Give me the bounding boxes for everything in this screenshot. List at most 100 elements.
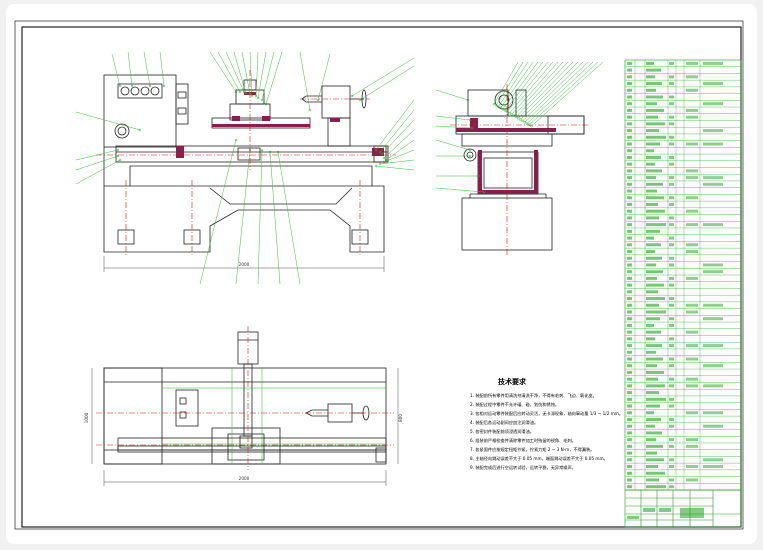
leader-line xyxy=(269,151,281,285)
table-cell-mark xyxy=(669,182,674,186)
note-line-8: 8. 主轴径向跳动误差不大于 0.05 mm，端面跳动误差不大于 0.05 mm… xyxy=(470,455,608,462)
table-cell-mark xyxy=(686,411,698,415)
leader-dot xyxy=(382,156,386,160)
table-cell-mark xyxy=(669,115,674,119)
leader-dot xyxy=(242,90,246,94)
table-cell-mark xyxy=(627,317,632,321)
leader-line xyxy=(199,139,237,285)
table-cell-mark xyxy=(646,223,666,227)
table-cell-mark xyxy=(627,243,632,247)
leader-line xyxy=(317,53,331,101)
leader-dot xyxy=(503,109,507,112)
table-cell-mark xyxy=(669,397,674,401)
table-cell-mark xyxy=(627,424,632,428)
note-line-6: 6. 组装前严格检查并清除零件加工时残留的锐角、毛刺。 xyxy=(470,437,576,444)
table-cell-mark xyxy=(686,196,698,200)
leader-dot xyxy=(148,84,152,88)
leader-line xyxy=(520,61,579,120)
table-cell-mark xyxy=(627,88,632,92)
table-cell-mark xyxy=(627,290,632,294)
table-cell-mark xyxy=(669,458,674,462)
table-cell-mark xyxy=(646,95,663,99)
table-cell-mark xyxy=(686,250,698,254)
table-cell-mark xyxy=(627,270,632,274)
leader-line xyxy=(435,89,469,101)
table-cell-mark xyxy=(627,229,632,233)
table-cell-mark xyxy=(627,370,632,374)
table-cell-mark xyxy=(646,276,657,280)
table-cell-mark xyxy=(646,263,656,267)
table-cell-mark xyxy=(627,155,632,159)
table-cell-mark xyxy=(646,250,655,254)
table-cell-mark xyxy=(627,129,632,133)
leader-dot xyxy=(260,148,264,152)
leader-line xyxy=(209,51,237,93)
leader-line xyxy=(383,129,415,159)
table-cell-mark xyxy=(627,209,632,213)
table-cell-mark xyxy=(646,438,656,442)
table-cell-mark xyxy=(627,417,632,421)
leader-line xyxy=(277,151,301,285)
table-cell-mark xyxy=(703,424,723,428)
table-cell-mark xyxy=(627,68,632,72)
table-cell-mark xyxy=(669,223,674,227)
table-cell-mark xyxy=(669,216,674,220)
notes-title: 技术要求 xyxy=(498,377,527,386)
table-cell-mark xyxy=(669,364,674,368)
leader-line xyxy=(515,61,569,118)
title-block xyxy=(624,489,742,528)
table-cell-mark xyxy=(669,323,674,327)
top-length-dim: 2000 xyxy=(239,476,250,481)
leader-dot xyxy=(234,90,238,94)
table-cell-mark xyxy=(686,169,698,173)
leader-dot xyxy=(512,114,516,117)
table-cell-mark xyxy=(627,478,632,482)
table-cell-mark xyxy=(669,102,674,106)
table-cell-mark xyxy=(627,384,632,388)
table-cell-mark xyxy=(627,216,632,220)
leader-dot xyxy=(468,154,472,158)
table-cell-mark xyxy=(627,411,632,415)
table-cell-mark xyxy=(646,270,663,274)
table-cell-mark xyxy=(627,364,632,368)
table-cell-mark xyxy=(703,263,723,267)
table-cell-mark xyxy=(703,102,723,106)
table-cell-mark xyxy=(627,202,632,206)
table-cell-mark xyxy=(646,216,659,220)
table-cell-mark xyxy=(627,263,632,267)
leader-dot xyxy=(130,84,134,88)
leader-dot xyxy=(382,160,386,164)
leader-line xyxy=(509,61,554,114)
leader-dot xyxy=(525,122,529,125)
leader-line xyxy=(257,149,263,285)
table-cell-mark xyxy=(646,75,655,79)
table-cell-mark xyxy=(627,196,632,200)
leader-line xyxy=(496,61,524,106)
table-cell-mark xyxy=(669,404,674,408)
leader-line xyxy=(385,139,415,161)
table-cell-mark xyxy=(646,82,662,86)
side-centerlines xyxy=(450,84,590,256)
table-cell-mark xyxy=(646,122,665,126)
table-cell-mark xyxy=(646,377,658,381)
table-cell-mark xyxy=(646,485,666,489)
leader-dot xyxy=(268,150,272,154)
leader-dot xyxy=(501,107,505,111)
leader-line xyxy=(524,61,589,123)
leader-dot xyxy=(374,164,378,168)
table-cell-mark xyxy=(627,176,632,180)
leader-line xyxy=(381,119,415,155)
leader-dot xyxy=(508,111,511,115)
table-cell-mark xyxy=(686,384,698,388)
table-cell-mark xyxy=(646,209,665,213)
leader-line xyxy=(225,51,245,93)
leader-line xyxy=(75,159,121,185)
table-cell-mark xyxy=(669,196,674,200)
leader-line xyxy=(526,61,594,124)
table-cell-mark xyxy=(703,129,723,133)
table-cell-mark xyxy=(627,485,632,489)
table-cell-mark xyxy=(627,223,632,227)
table-cell-mark xyxy=(646,88,656,92)
table-cell-mark xyxy=(627,122,632,126)
control-panel xyxy=(117,83,163,99)
